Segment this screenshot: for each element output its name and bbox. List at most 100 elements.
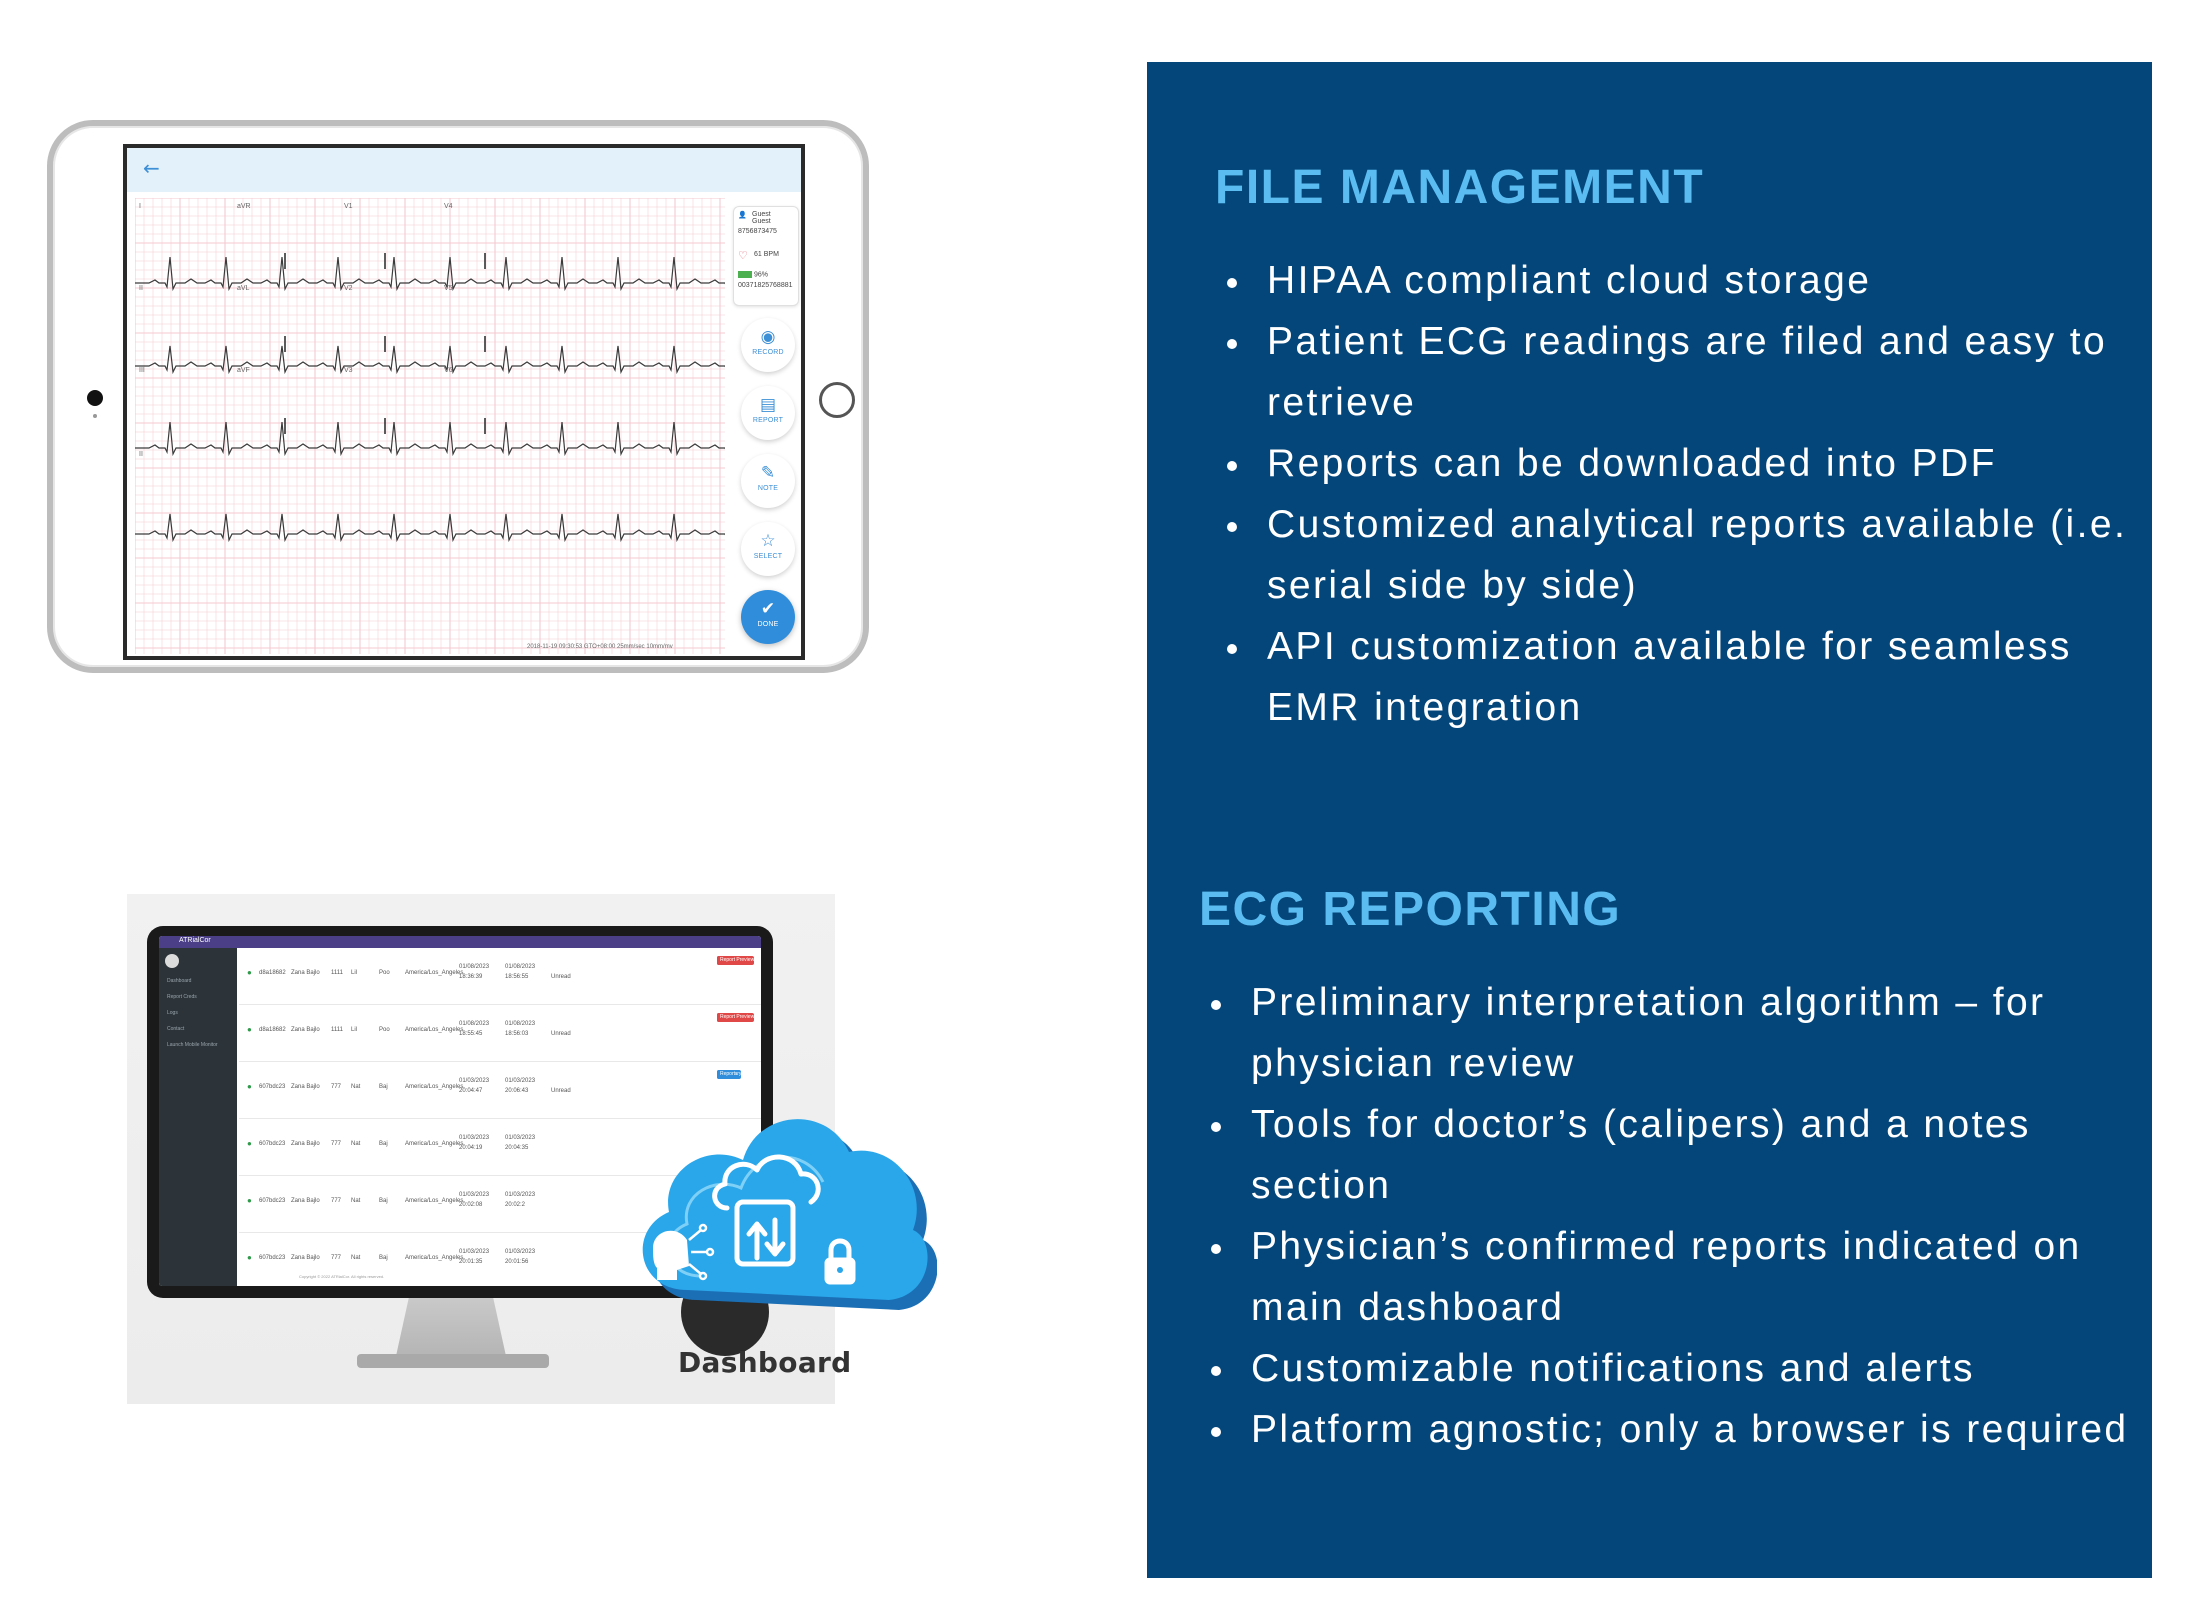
list-item: Customized analytical reports available …	[1217, 494, 2137, 616]
patient-name: Zana Bajlo	[291, 1084, 320, 1090]
last-name: Poo	[379, 1027, 390, 1033]
lead-label: aVF	[237, 367, 250, 374]
list-item: API customization available for seamless…	[1217, 616, 2137, 738]
tablet-home-button	[819, 382, 855, 418]
end-date: 01/03/2023	[505, 1249, 536, 1255]
report-button[interactable]: Report	[717, 1070, 736, 1079]
file-management-list: HIPAA compliant cloud storage Patient EC…	[1217, 250, 2137, 738]
record-id: 607bdc23	[259, 1255, 286, 1261]
patient-number: 1111	[331, 1027, 344, 1033]
note-button[interactable]: ✎ NOTE	[741, 454, 795, 508]
record-id: d8a18682	[259, 1027, 286, 1033]
lead-label: V2	[344, 285, 353, 292]
end-time: 18:56:55	[505, 974, 529, 980]
report-button[interactable]: ▤ REPORT	[741, 386, 795, 440]
patient-name: Zana Bajlo	[291, 970, 320, 976]
tablet-sensor	[93, 414, 97, 418]
end-time: 20:01:56	[505, 1259, 529, 1265]
list-item: Tools for doctor’s (calipers) and a note…	[1201, 1094, 2131, 1216]
sidebar-item-contact[interactable]: Contact	[167, 1026, 185, 1032]
patient-number: 777	[331, 1141, 342, 1147]
heart-icon: ♡	[738, 250, 748, 262]
dashboard-footer: Copyright © 2022 ATRialCor. All rights r…	[299, 1274, 385, 1279]
ecg-reporting-heading: ECG REPORTING	[1199, 883, 1622, 936]
report-preview-button[interactable]: Report Preview	[717, 1013, 755, 1022]
end-time: 20:04:35	[505, 1145, 529, 1151]
start-date: 01/03/2023	[459, 1135, 490, 1141]
patient-number: 777	[331, 1084, 342, 1090]
battery-indicator: 96%	[738, 271, 768, 278]
end-date: 01/03/2023	[505, 1135, 536, 1141]
end-date: 01/08/2023	[505, 1021, 536, 1027]
monitor-stand	[395, 1298, 507, 1358]
record-button[interactable]: ◉ RECORD	[741, 318, 795, 372]
list-item: Patient ECG readings are filed and easy …	[1217, 311, 2137, 433]
status-dot-icon: ●	[247, 1082, 252, 1091]
app-top-bar: ←	[127, 148, 801, 192]
end-date: 01/03/2023	[505, 1192, 536, 1198]
list-item: Platform agnostic; only a browser is req…	[1201, 1399, 2131, 1460]
first-name: Lil	[351, 970, 358, 976]
status-dot-icon: ●	[247, 1196, 252, 1205]
cloud-icon	[642, 1119, 937, 1356]
status-dot-icon: ●	[247, 1139, 252, 1148]
start-date: 01/03/2023	[459, 1249, 490, 1255]
list-item: HIPAA compliant cloud storage	[1217, 250, 2137, 311]
battery-icon	[738, 271, 752, 278]
patient-card: 👤 Guest Guest 8756873475 ♡ 61 BPM 96% 00…	[733, 206, 799, 306]
device-serial: 00371825768881	[738, 282, 793, 289]
features-panel: FILE MANAGEMENT HIPAA compliant cloud st…	[1147, 62, 2152, 1578]
report-preview-button[interactable]: Report Preview	[717, 956, 755, 965]
timezone: America/Los_Angeles	[405, 970, 464, 976]
dashboard-illustration: ATRialCor Dashboard Report Creds Logs Co…	[127, 894, 937, 1404]
sidebar-item-dashboard[interactable]: Dashboard	[167, 978, 192, 984]
patient-name: Zana Bajlo	[291, 1255, 320, 1261]
file-management-heading: FILE MANAGEMENT	[1215, 161, 1705, 214]
heart-rate: 61 BPM	[754, 251, 779, 258]
record-icon: ◉	[760, 327, 776, 347]
sidebar-item-logs[interactable]: Logs	[167, 1010, 178, 1016]
sidebar-item-launch-monitor[interactable]: Launch Mobile Monitor	[167, 1042, 218, 1048]
last-name: Baj	[379, 1255, 388, 1261]
patient-name: Guest	[752, 211, 771, 218]
patient-name-secondary: Guest	[752, 218, 771, 225]
ecg-reporting-list: Preliminary interpretation algorithm – f…	[1201, 972, 2131, 1460]
status-dot-icon: ●	[247, 1253, 252, 1262]
back-arrow-icon[interactable]: ←	[143, 156, 160, 180]
end-time: 20:06:43	[505, 1088, 529, 1094]
record-id: d8a18682	[259, 970, 286, 976]
lead-label: V4	[444, 203, 453, 210]
dashboard-sidebar: Dashboard Report Creds Logs Contact Laun…	[159, 948, 237, 1286]
dashboard-top-bar: ATRialCor	[159, 936, 761, 948]
start-time: 18:36:39	[459, 974, 483, 980]
list-item: Reports can be downloaded into PDF	[1217, 433, 2137, 494]
check-icon: ✔	[760, 599, 776, 619]
lead-label: aVL	[237, 285, 250, 292]
lead-label: II	[139, 451, 143, 458]
list-item: Physician’s confirmed reports indicated …	[1201, 1216, 2131, 1338]
lead-label: I	[139, 203, 141, 210]
list-item: Preliminary interpretation algorithm – f…	[1201, 972, 2131, 1094]
sidebar-item-report-creds[interactable]: Report Creds	[167, 994, 197, 1000]
done-button[interactable]: ✔ DONE	[741, 590, 795, 644]
patient-name: Zana Bajlo	[291, 1198, 320, 1204]
end-time: 20:02:2	[505, 1202, 526, 1208]
dashboard-brand: ATRialCor	[179, 937, 211, 944]
end-date: 01/03/2023	[505, 1078, 536, 1084]
lead-label: V6	[444, 367, 453, 374]
record-id: 607bdc23	[259, 1141, 286, 1147]
lead-label: V1	[344, 203, 353, 210]
select-button[interactable]: ☆ SELECT	[741, 522, 795, 576]
lead-label: III	[139, 367, 145, 374]
read-status: Unread	[551, 1088, 571, 1094]
